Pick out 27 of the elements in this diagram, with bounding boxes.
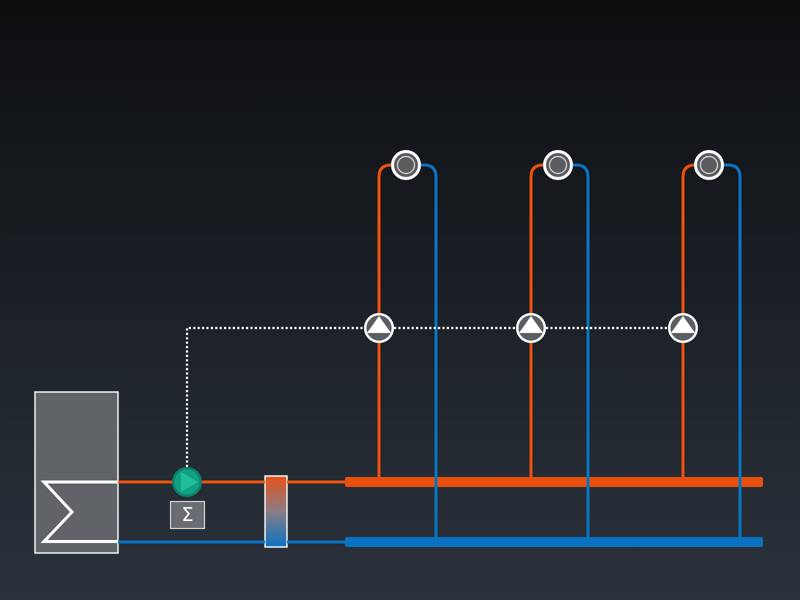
sum-sign: Σ (181, 506, 194, 524)
controller-unit (170, 501, 205, 529)
signal-line (186, 326, 364, 467)
header-pipe (345, 477, 763, 487)
pipe (682, 343, 684, 477)
pipe (530, 343, 532, 477)
pipe (118, 540, 265, 544)
consumer-symbol (391, 150, 421, 180)
pipe (202, 480, 265, 484)
pipe (530, 164, 544, 313)
pump-symbol (668, 313, 698, 343)
consumer-symbol (694, 150, 724, 180)
hydraulic-separator (264, 475, 288, 548)
header-pipe (345, 537, 763, 547)
pump-symbol (364, 313, 394, 343)
pipe (682, 164, 696, 313)
pump-symbol (172, 467, 202, 497)
pump-symbol (516, 313, 546, 343)
pipe (378, 343, 380, 477)
consumer-symbol (543, 150, 573, 180)
signal-line (546, 326, 668, 330)
boiler-symbol (34, 391, 119, 554)
pipe (378, 164, 392, 313)
pipe (287, 540, 345, 544)
signal-line (394, 326, 516, 330)
pipe (118, 480, 172, 484)
pipe (287, 480, 345, 484)
